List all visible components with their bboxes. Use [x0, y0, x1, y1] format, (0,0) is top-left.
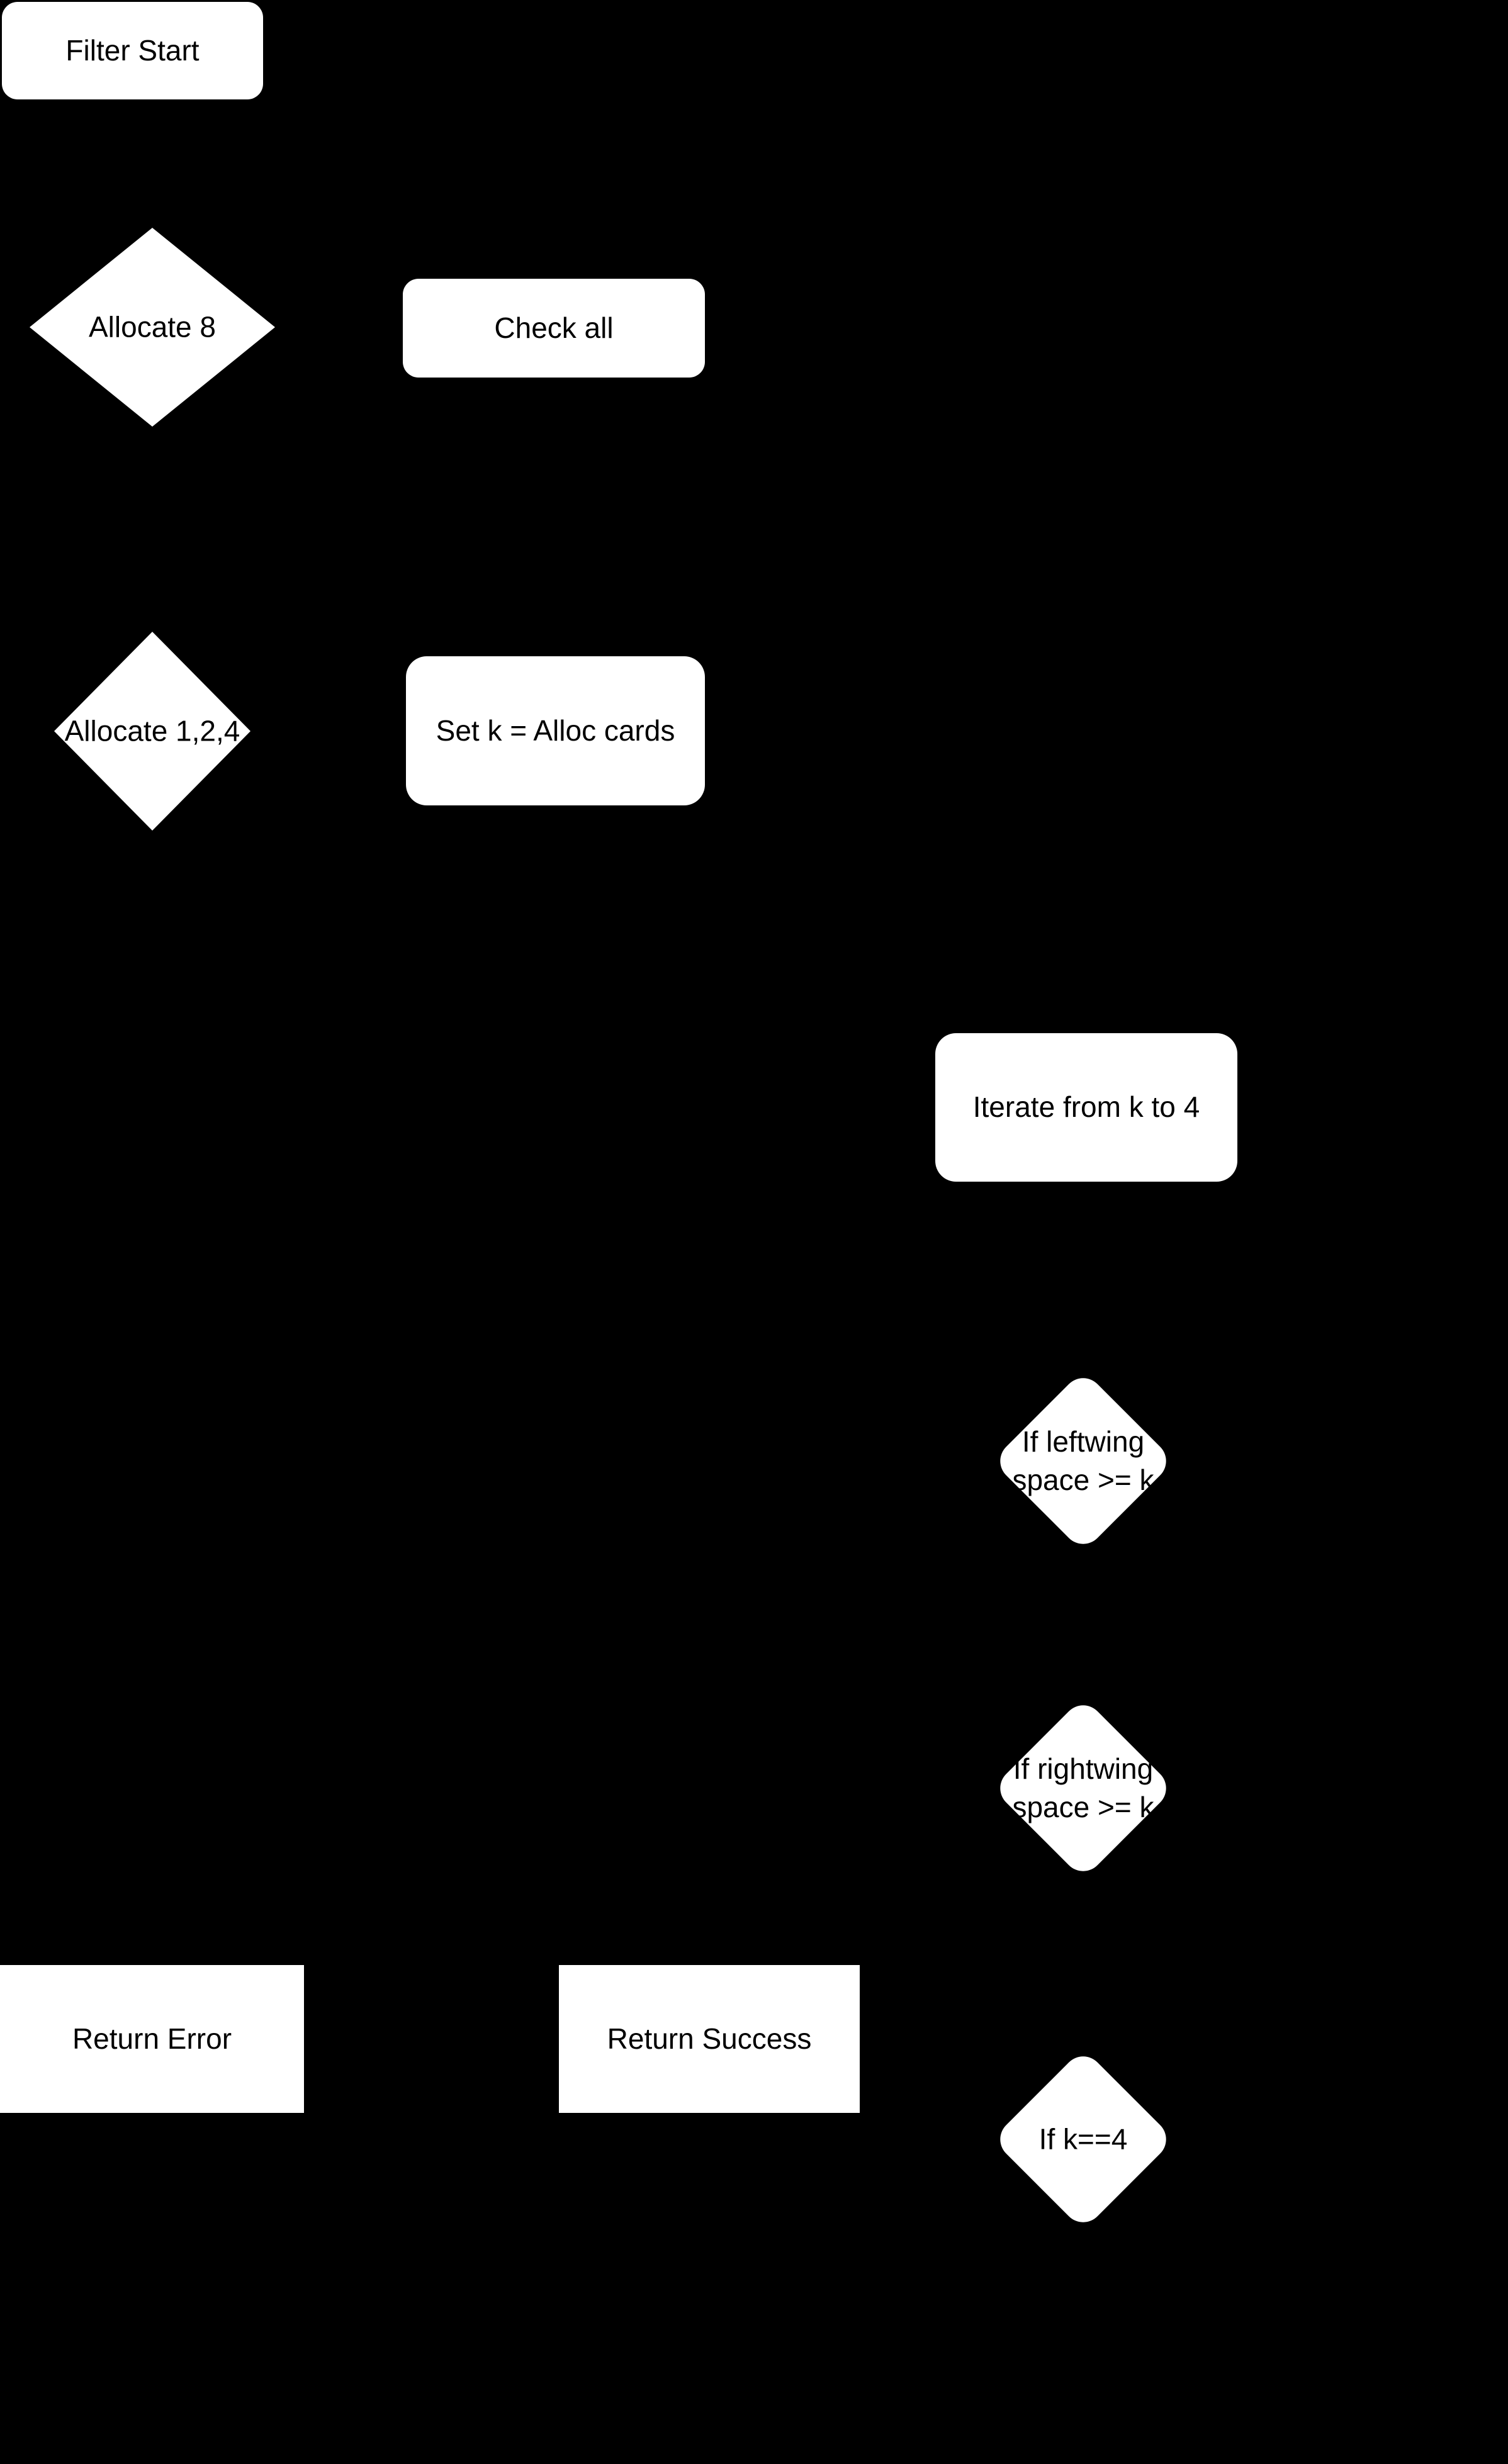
node-label: If rightwing space >= k — [1012, 1752, 1154, 1823]
node-set-k: Set k = Alloc cards — [406, 656, 705, 805]
node-label: Return Error — [72, 2022, 232, 2055]
node-label: Check all — [494, 311, 614, 344]
node-label: Iterate from k to 4 — [972, 1090, 1200, 1124]
node-filter-start: Filter Start — [2, 2, 263, 99]
node-check-all: Check all — [403, 279, 705, 378]
node-return-success: Return Success — [559, 1965, 860, 2113]
node-iterate-k-to-4: Iterate from k to 4 — [935, 1033, 1237, 1182]
node-if-rightwing: If rightwing space >= k — [991, 1697, 1175, 1879]
node-label: Allocate 1,2,4 — [64, 714, 240, 748]
node-if-leftwing: If leftwing space >= k — [991, 1370, 1175, 1552]
node-if-k-equals-4: If k==4 — [991, 2048, 1175, 2231]
node-return-error: Return Error — [0, 1965, 304, 2113]
node-label: Filter Start — [65, 33, 200, 67]
node-label: Allocate 8 — [88, 310, 217, 344]
node-allocate-8: Allocate 8 — [30, 228, 275, 427]
node-label: If k==4 — [1038, 2122, 1128, 2156]
node-allocate-1-2-4: Allocate 1,2,4 — [54, 632, 250, 831]
node-label: Set k = Alloc cards — [436, 714, 675, 747]
node-label: Return Success — [607, 2022, 812, 2055]
node-label: If leftwing space >= k — [1012, 1425, 1154, 1496]
